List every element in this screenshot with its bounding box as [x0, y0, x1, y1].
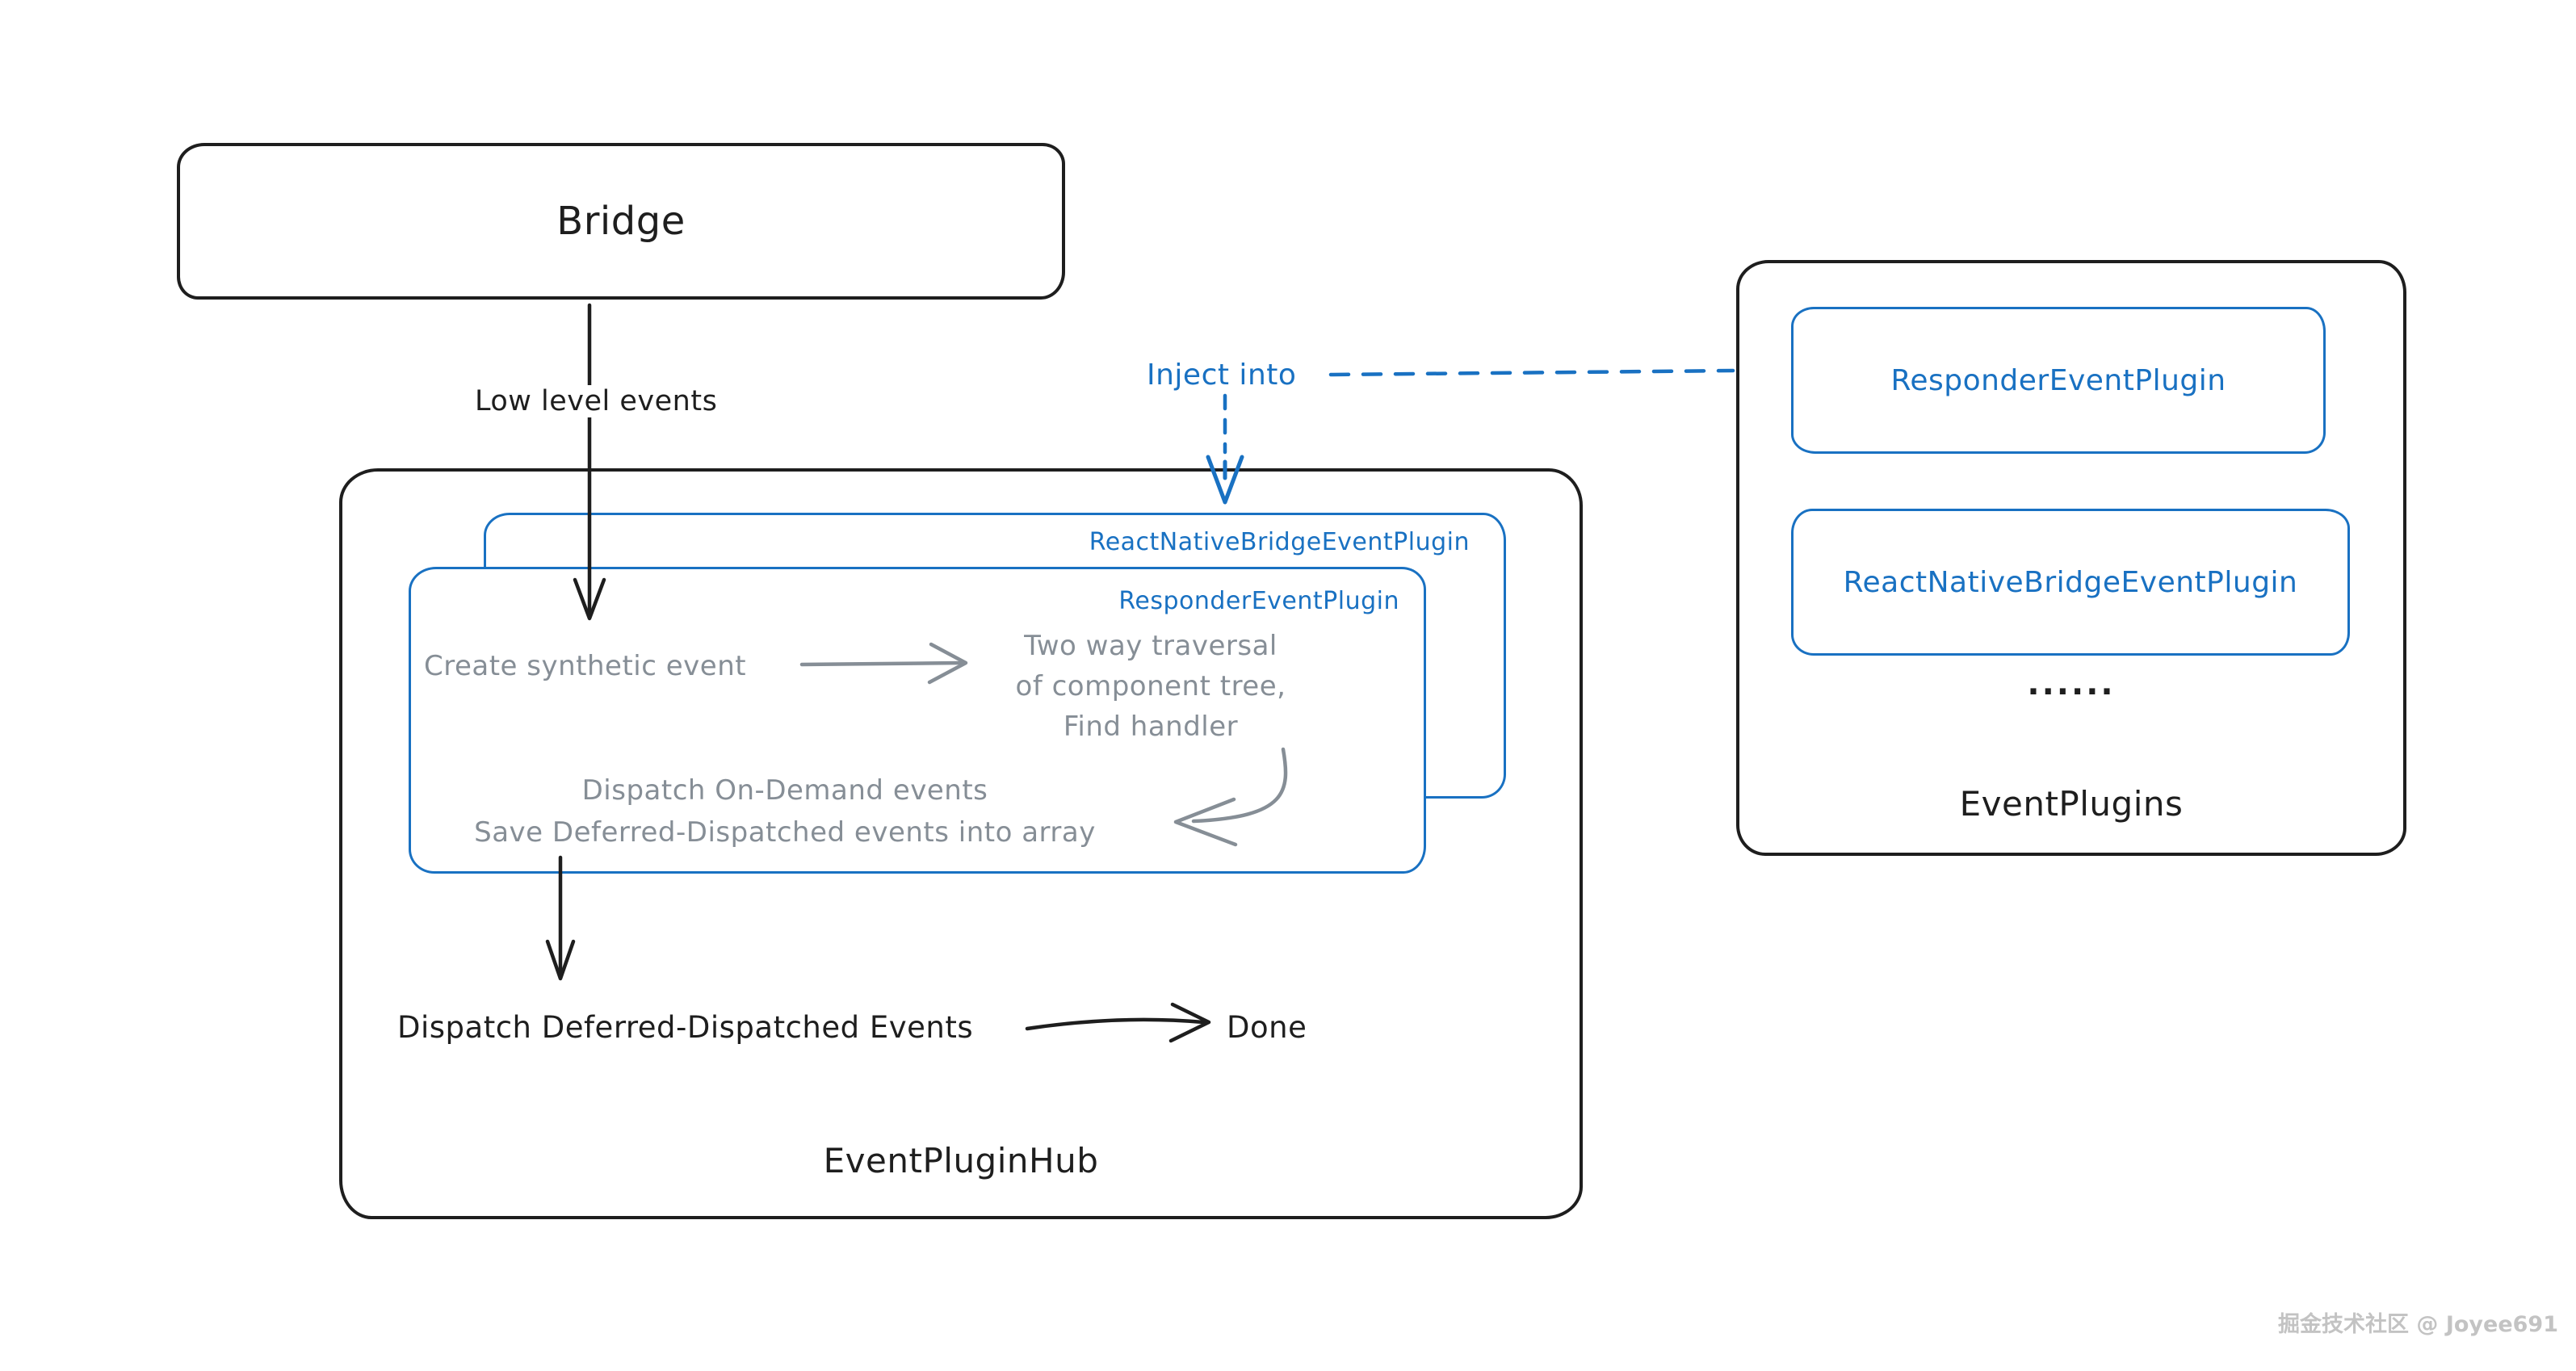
event-plugin-hub-title: EventPluginHub [823, 1141, 1099, 1180]
plugins-ellipsis: ...... [2027, 665, 2116, 702]
step-traversal-line1: Two way traversal [1024, 630, 1278, 662]
step-dispatch-block: Dispatch On-Demand events Save Deferred-… [416, 769, 1154, 853]
inject-into-dashed-line [1223, 368, 1735, 455]
plugins-item-responder: ResponderEventPlugin [1791, 307, 2326, 454]
step-save-deferred: Save Deferred-Dispatched events into arr… [474, 816, 1096, 849]
step-traversal-text: Two way traversal of component tree, Fin… [975, 626, 1327, 747]
event-plugins-title: EventPlugins [1959, 784, 2184, 824]
step-traversal-line3: Find handler [1063, 711, 1239, 743]
step-dispatch-on-demand: Dispatch On-Demand events [581, 774, 988, 807]
step-traversal-line2: of component tree, [1015, 670, 1286, 702]
hub-back-plugin-label: ReactNativeBridgeEventPlugin [1089, 528, 1470, 556]
bridge-label: Bridge [556, 199, 686, 244]
hub-front-plugin-card: ResponderEventPlugin Create synthetic ev… [409, 567, 1426, 874]
done-label: Done [1227, 1010, 1307, 1045]
low-level-events-label: Low level events [467, 385, 726, 417]
plugins-item-responder-label: ResponderEventPlugin [1890, 363, 2226, 397]
step-create-synthetic-event: Create synthetic event [424, 650, 747, 682]
event-plugin-hub-node: ReactNativeBridgeEventPlugin ResponderEv… [339, 468, 1583, 1219]
bridge-node: Bridge [177, 143, 1065, 300]
hub-front-plugin-label: ResponderEventPlugin [1118, 587, 1399, 615]
dispatch-deferred-events-label: Dispatch Deferred-Dispatched Events [397, 1010, 974, 1045]
inject-into-label: Inject into [1147, 358, 1297, 392]
plugins-item-rnbridge: ReactNativeBridgeEventPlugin [1791, 509, 2350, 656]
plugins-item-rnbridge-label: ReactNativeBridgeEventPlugin [1843, 565, 2298, 599]
watermark: 掘金技术社区 @ Joyee691 [2278, 1312, 2558, 1337]
event-plugins-panel: ResponderEventPlugin ReactNativeBridgeEv… [1736, 260, 2406, 856]
